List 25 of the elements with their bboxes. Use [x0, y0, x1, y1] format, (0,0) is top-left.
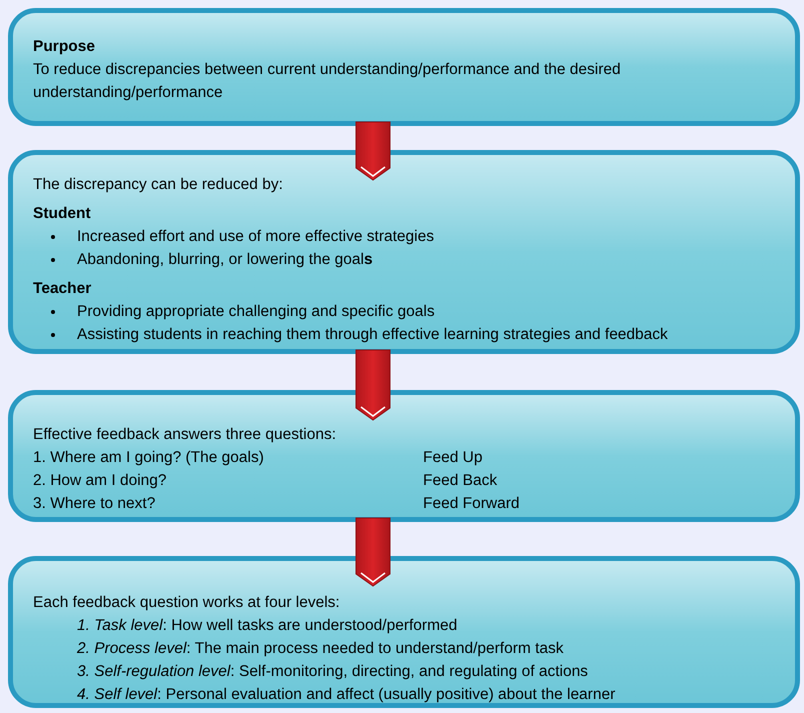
body-text: Feed Back — [423, 471, 498, 491]
numbered-item: 4. Self level: Personal evaluation and affect (usually positive) about the learner — [76, 685, 616, 703]
heading-text: Teacher — [33, 279, 92, 299]
bullet-item: Providing appropriate challenging and specific goals — [33, 300, 775, 323]
heading-text: Purpose — [33, 37, 96, 57]
body-text: The discrepancy can be reduced by: — [33, 175, 284, 195]
rounded-panel — [8, 390, 800, 522]
body-text: 1. Where am I going? (The goals) — [33, 448, 265, 468]
heading-text: Student — [33, 204, 92, 224]
rounded-panel — [8, 556, 800, 708]
rounded-panel — [8, 8, 800, 126]
body-text: Each feedback question works at four levels: — [33, 593, 341, 613]
bullet-item: Abandoning, blurring, or lowering the goals — [33, 248, 775, 271]
body-text: Feed Forward — [423, 494, 520, 514]
body-text: To reduce discrepancies between current understanding/performance and the desired understanding/performance — [33, 60, 622, 103]
rounded-panel — [8, 150, 800, 354]
body-text: 3. Where to next? — [33, 494, 156, 514]
body-text: 2. How am I doing? — [33, 471, 168, 491]
bullet-item: Increased effort and use of more effective strategies — [33, 225, 775, 248]
body-text: Effective feedback answers three questions: — [33, 425, 337, 445]
numbered-item: 1. Task level: How well tasks are understood/performed — [76, 616, 458, 636]
numbered-item: 3. Self-regulation level: Self-monitoring, directing, and regulating of actions — [76, 662, 589, 682]
numbered-item: 2. Process level: The main process needed to understand/perform task — [76, 639, 565, 659]
body-text: Feed Up — [423, 448, 484, 468]
bullet-item: Assisting students in reaching them through effective learning strategies and feedback — [33, 323, 775, 346]
